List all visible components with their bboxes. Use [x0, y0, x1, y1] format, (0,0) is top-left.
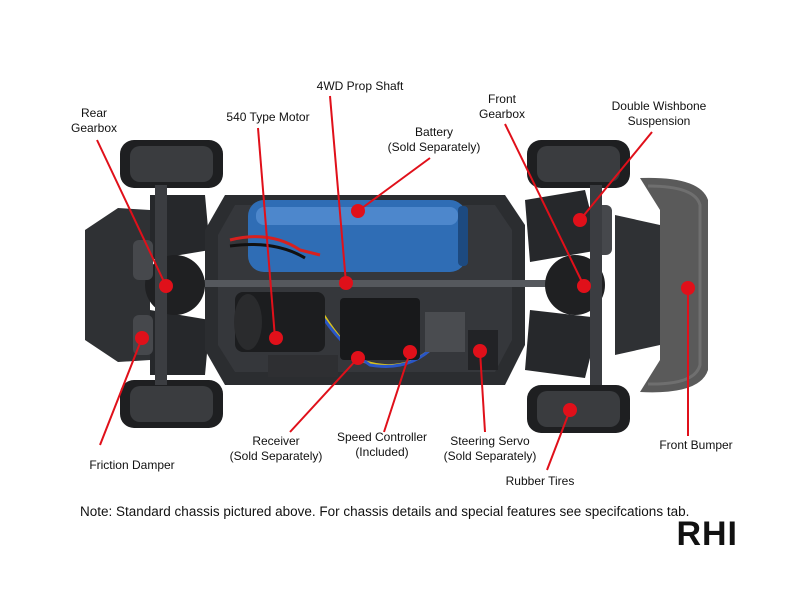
callout-dot-speed-controller	[403, 345, 417, 359]
callout-dot-receiver	[351, 351, 365, 365]
tire-front-top	[527, 140, 630, 188]
label-motor: 540 Type Motor	[226, 110, 310, 124]
callout-dot-steering-servo	[473, 344, 487, 358]
callout-dot-wishbone	[573, 213, 587, 227]
callout-dot-rear-gearbox	[159, 279, 173, 293]
rear-shock-top	[133, 240, 153, 280]
callout-dot-battery	[351, 204, 365, 218]
label-rubber-tires: Rubber Tires	[505, 474, 575, 488]
rear-gearbox-housing	[145, 255, 205, 315]
heatsink	[425, 312, 465, 352]
callout-dot-friction-damper	[135, 331, 149, 345]
front-suspension-arm-bottom	[525, 310, 600, 378]
front-suspension-arm-top	[525, 190, 600, 262]
label-receiver: Receiver(Sold Separately)	[229, 434, 323, 463]
prop-shaft	[200, 280, 560, 287]
motor	[234, 292, 325, 352]
label-friction-damper: Friction Damper	[89, 458, 175, 472]
callout-dot-front-bumper	[681, 281, 695, 295]
callout-dot-rubber-tires	[563, 403, 577, 417]
tire-rear-top	[120, 140, 223, 188]
receiver-box	[268, 355, 338, 377]
front-foam-bumper	[640, 177, 708, 393]
callout-dot-motor	[269, 331, 283, 345]
label-speed-controller: Speed Controller(Included)	[336, 430, 428, 459]
callout-lines	[96, 95, 689, 471]
callout-dot-front-gearbox	[577, 279, 591, 293]
label-prop-shaft: 4WD Prop Shaft	[316, 79, 404, 93]
label-battery: Battery(Sold Separately)	[387, 125, 481, 154]
callout-dots	[135, 204, 695, 417]
tire-rear-bottom	[120, 380, 223, 428]
callout-dot-prop-shaft	[339, 276, 353, 290]
tire-front-bottom	[527, 385, 630, 433]
label-front-bumper: Front Bumper	[659, 438, 733, 452]
speed-controller	[340, 298, 420, 360]
front-bumper-mount	[615, 215, 660, 355]
label-steering-servo: Steering Servo(Sold Separately)	[443, 434, 537, 463]
watermark-logo: RHI	[676, 515, 738, 553]
footnote: Note: Standard chassis pictured above. F…	[80, 504, 690, 519]
